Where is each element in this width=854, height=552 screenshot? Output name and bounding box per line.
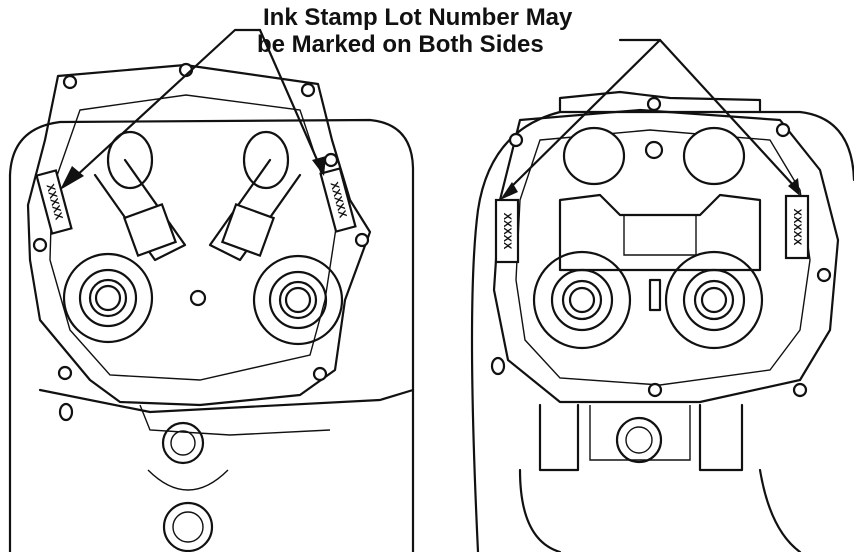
right-ink-stamp-right: XXXXX xyxy=(784,194,810,260)
callout-leader-lines xyxy=(60,28,800,200)
svg-text:XXXXX: XXXXX xyxy=(791,209,803,246)
right-cylinder-head-view: XXXXX XXXXX xyxy=(470,90,854,552)
right-ink-stamp-left: XXXXX xyxy=(494,198,520,264)
callout-line-1: Ink Stamp Lot Number May xyxy=(263,4,573,31)
left-ink-stamp-right: XXXXX xyxy=(319,167,357,233)
svg-text:XXXXX: XXXXX xyxy=(501,213,513,250)
callout-label: Ink Stamp Lot Number May be Marked on Bo… xyxy=(255,4,635,58)
left-valve-spring-2 xyxy=(252,254,344,346)
callout-line-2: be Marked on Both Sides xyxy=(257,31,544,58)
left-ink-stamp-left: XXXXX xyxy=(35,169,73,235)
left-bolt-holes xyxy=(32,62,370,382)
right-bolt-holes xyxy=(490,96,832,398)
left-valve-spring-1 xyxy=(62,252,154,344)
right-valve-spring-1 xyxy=(532,250,632,350)
right-valve-spring-2 xyxy=(664,250,764,350)
left-cylinder-head-view: XXXXX XXXXX xyxy=(8,62,415,552)
